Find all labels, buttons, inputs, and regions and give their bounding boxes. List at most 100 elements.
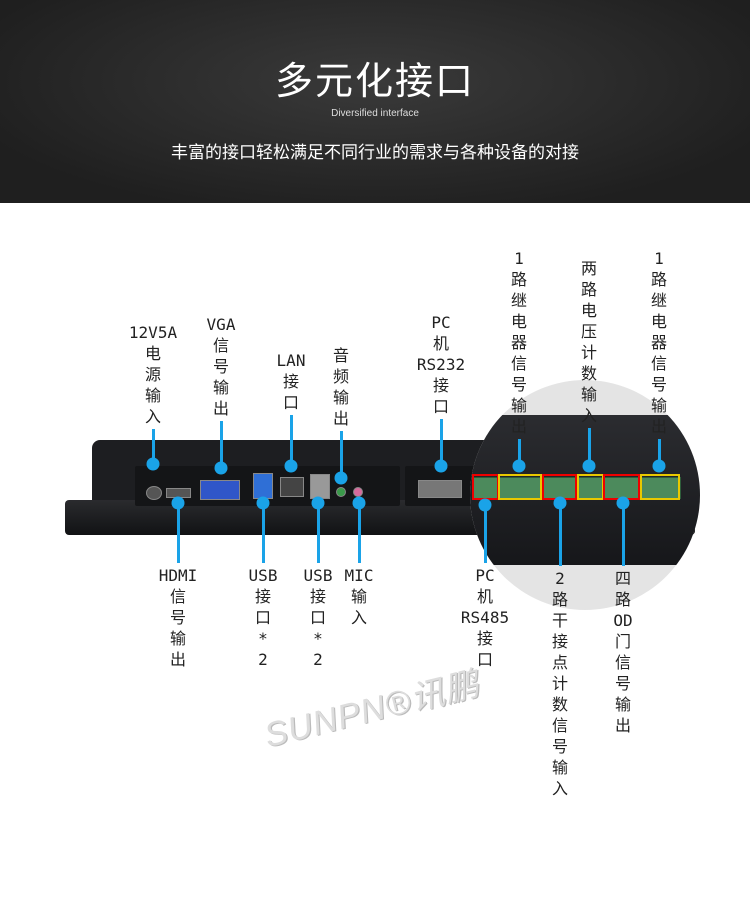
callout-label-line: 输	[510, 396, 528, 415]
callout-line	[484, 505, 487, 563]
callout-label-line: 号	[551, 737, 569, 756]
vga-port	[200, 480, 240, 500]
callout-label-line: 号	[614, 674, 632, 693]
callout-label-line: 输	[332, 388, 350, 407]
callout-label-line: 输	[650, 396, 668, 415]
callout-label-line: 计	[580, 343, 598, 362]
callout-label-line: 入	[580, 406, 598, 425]
callout-line	[518, 439, 521, 466]
callout-label-line: 12V5A	[128, 323, 178, 342]
callout-label-audio: 音频输出	[333, 345, 349, 429]
callout-label-line: 继	[650, 291, 668, 310]
callout-label-line: 入	[350, 608, 367, 627]
highlight-dry-contact-1	[472, 474, 499, 500]
callout-label-line: 接	[432, 376, 450, 395]
callout-label-line: 入	[144, 407, 162, 426]
callout-label-line: 2	[313, 650, 323, 669]
callout-label-line: PC	[431, 313, 451, 332]
callout-label-line: 号	[510, 375, 528, 394]
callout-label-line: 入	[551, 779, 569, 798]
page-title: 多元化接口	[274, 59, 475, 103]
highlight-relay-1	[498, 474, 542, 500]
callout-label-line: 门	[614, 632, 632, 651]
callout-label-line: 出	[650, 417, 668, 436]
highlight-voltage	[577, 474, 604, 500]
callout-label-line: 输	[580, 385, 598, 404]
callout-label-line: 接	[551, 632, 569, 651]
callout-label-line: 出	[332, 409, 350, 428]
callout-label-line: 口	[282, 393, 299, 412]
callout-label-line: 压	[580, 322, 598, 341]
callout-dot	[652, 459, 666, 473]
callout-label-line: 输	[614, 695, 632, 714]
dc-power-port	[146, 486, 162, 500]
callout-label-line: 计	[551, 674, 569, 693]
callout-label-line: 两	[580, 259, 598, 278]
callout-line	[262, 503, 265, 563]
usb3-port	[253, 473, 273, 499]
callout-label-line: 号	[212, 357, 229, 376]
callout-label-line: LAN	[276, 351, 306, 370]
callout-line	[622, 503, 625, 566]
callout-label-line: 机	[432, 334, 450, 353]
callout-label-line: 输	[551, 758, 569, 777]
callout-label-line: 口	[254, 608, 271, 627]
callout-label-line: 数	[580, 364, 598, 383]
callout-label-line: 数	[551, 695, 569, 714]
callout-dot	[311, 496, 325, 510]
callout-label-line: 路	[510, 270, 528, 289]
callout-dot	[582, 459, 596, 473]
callout-label-line: 2	[258, 650, 268, 669]
callout-dot	[478, 498, 492, 512]
callout-dot	[284, 459, 298, 473]
page-description: 丰富的接口轻松满足不同行业的需求与各种设备的对接	[171, 143, 579, 163]
callout-label-line: 输	[144, 386, 162, 405]
callout-label-line: 号	[169, 608, 186, 627]
callout-dot	[146, 457, 160, 471]
callout-line	[220, 421, 223, 468]
callout-line	[340, 431, 343, 478]
callout-line	[177, 503, 180, 563]
callout-label-line: 点	[551, 653, 569, 672]
callout-label-line: 信	[650, 354, 668, 373]
callout-label-line: 出	[614, 716, 632, 735]
callout-label-line: 源	[144, 365, 162, 384]
callout-label-line: 音	[332, 346, 350, 365]
callout-label-line: 口	[476, 650, 494, 669]
callout-line	[440, 419, 443, 466]
callout-label-line: PC	[475, 566, 495, 585]
callout-label-line: 输	[350, 587, 367, 606]
sunpn-logo-watermark: SUNPN®讯鹏	[260, 664, 484, 756]
callout-label-line: 信	[212, 336, 229, 355]
callout-dot	[171, 496, 185, 510]
page-subtitle: Diversified interface	[331, 108, 419, 119]
callout-line	[658, 439, 661, 466]
callout-label-line: 口	[432, 397, 450, 416]
callout-label-line: 路	[580, 280, 598, 299]
callout-label-voltage: 两路电压计数输入	[581, 258, 597, 426]
callout-label-line: 接	[476, 629, 494, 648]
callout-label-line: 电	[144, 344, 162, 363]
callout-line	[588, 428, 591, 466]
callout-label-line: 2	[555, 569, 565, 588]
callout-label-line: 干	[551, 611, 569, 630]
callout-label-line: 信	[551, 716, 569, 735]
callout-dot	[214, 461, 228, 475]
callout-label-line: 路	[614, 590, 632, 609]
callout-label-line: 频	[332, 367, 350, 386]
callout-label-line: USB	[303, 566, 333, 585]
callout-label-line: 接	[309, 587, 326, 606]
lan-port	[280, 477, 304, 497]
callout-label-line: 号	[650, 375, 668, 394]
callout-label-line: 器	[650, 333, 668, 352]
callout-label-line: 1	[654, 249, 664, 268]
callout-label-line: 信	[614, 653, 632, 672]
callout-label-line: 输	[212, 378, 229, 397]
callout-dot	[256, 496, 270, 510]
callout-label-line: 路	[650, 270, 668, 289]
